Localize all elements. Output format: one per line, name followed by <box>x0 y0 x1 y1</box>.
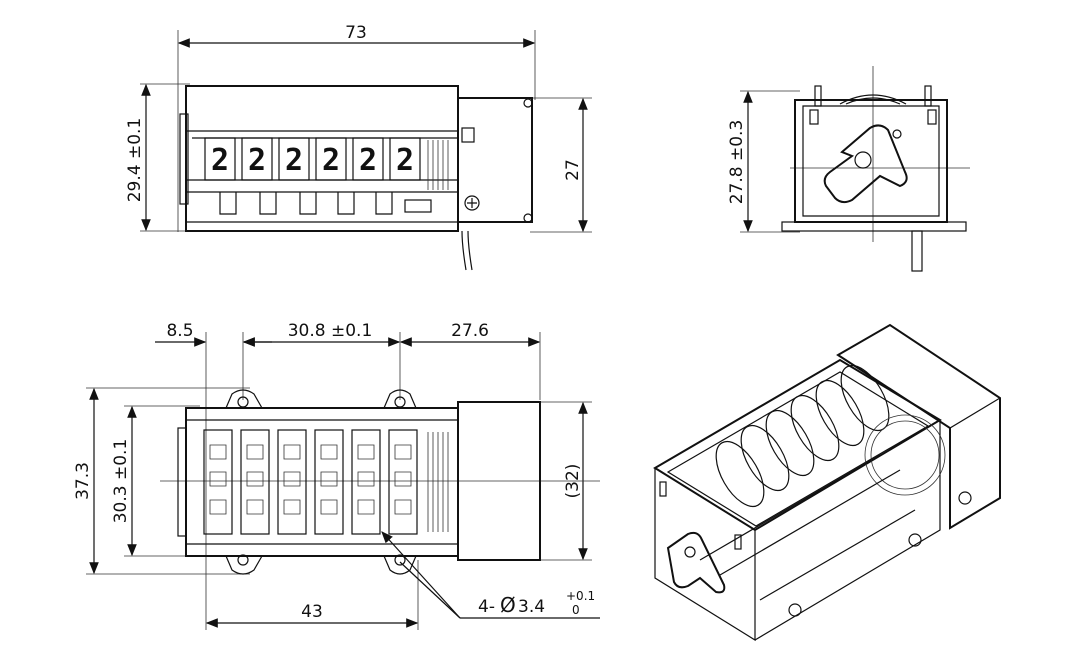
digit-1: 2 <box>211 143 229 178</box>
dim-top-width: 73 <box>345 23 367 43</box>
digit-2: 2 <box>248 143 266 178</box>
dim-bottom-left-offset: 8.5 <box>166 321 193 341</box>
dim-bottom-inner-height: 30.3 ±0.1 <box>111 439 131 524</box>
dim-bottom-width: 43 <box>301 602 323 622</box>
digit-wheels-plan <box>203 429 449 535</box>
hole-callout-value: 3.4 <box>518 597 545 617</box>
dim-bottom-right-offset: 27.6 <box>451 321 489 341</box>
digit-3: 2 <box>285 143 303 178</box>
isometric-view <box>653 323 1001 642</box>
digit-wheels-front: 2 2 2 2 2 2 <box>204 137 449 190</box>
digit-4: 2 <box>322 143 340 178</box>
digit-5: 2 <box>359 143 377 178</box>
hole-tolerance-upper: +0.1 <box>566 589 595 603</box>
hole-callout-symbol: Ø <box>500 593 516 617</box>
iso-digit-wheels <box>715 364 946 508</box>
dim-top-height-right: 27 <box>563 159 583 181</box>
hole-callout-prefix: 4- <box>478 597 495 617</box>
dim-bottom-overall-height: 37.3 <box>73 462 93 500</box>
dim-side-height: 27.8 ±0.3 <box>727 120 747 205</box>
dim-top-height-left: 29.4 ±0.1 <box>125 118 145 203</box>
side-view: 27.8 ±0.3 <box>727 66 970 272</box>
plan-view: 8.5 30.8 ±0.1 27.6 37.3 30.3 ±0.1 (32) 4… <box>73 321 600 630</box>
dim-hole-spacing: 30.8 ±0.1 <box>288 321 373 341</box>
hole-tolerance-lower: 0 <box>572 603 580 617</box>
front-view: 73 29.4 ±0.1 27 2 2 2 2 <box>125 23 592 271</box>
digit-6: 2 <box>396 143 414 178</box>
